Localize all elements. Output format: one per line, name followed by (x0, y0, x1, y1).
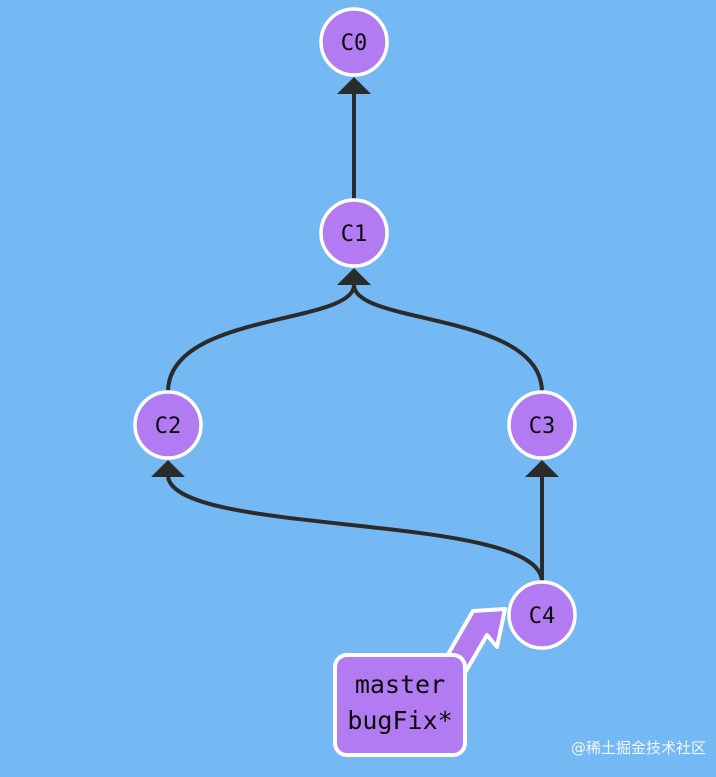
commit-label: C0 (341, 31, 368, 56)
commit-circle (133, 390, 203, 460)
arrowhead-into-C1 (337, 268, 371, 285)
commit-node-c0[interactable]: C0 (319, 7, 389, 77)
edges-layer (151, 77, 559, 583)
commit-circle (319, 7, 389, 77)
branch-name-master: master (355, 670, 445, 699)
branch-box[interactable] (333, 653, 467, 757)
edge-C2-to-C1 (166, 284, 356, 393)
commit-node-c2[interactable]: C2 (133, 390, 203, 460)
commit-circle (319, 198, 389, 268)
commit-node-c4[interactable]: C4 (507, 580, 577, 650)
commit-label: C4 (529, 604, 556, 629)
arrowhead-into-C0 (337, 77, 371, 94)
commit-label: C3 (529, 414, 556, 439)
commit-node-c3[interactable]: C3 (507, 390, 577, 460)
arrowhead-into-C3 (525, 460, 559, 477)
branch-name-bugfix: bugFix* (347, 706, 452, 735)
commit-label: C1 (341, 222, 368, 247)
arrowhead-into-C2 (151, 460, 185, 477)
commit-label: C2 (155, 414, 182, 439)
commit-node-c1[interactable]: C1 (319, 198, 389, 268)
commit-circle (507, 580, 577, 650)
edge-C4-to-C2 (166, 476, 544, 583)
edge-C3-to-C1 (352, 284, 544, 393)
branch-tag: master bugFix* (333, 607, 507, 757)
watermark: @稀土掘金技术社区 (570, 739, 706, 757)
commit-circle (507, 390, 577, 460)
